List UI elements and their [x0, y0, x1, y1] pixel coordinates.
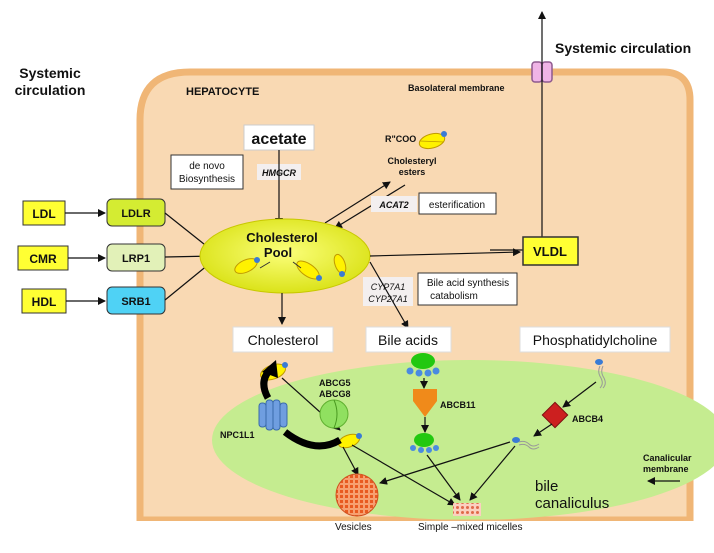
cyp7a1-label: CYP7A1 [371, 282, 406, 292]
npc1l1-transporter [258, 399, 288, 431]
phospholipid-molecule-canaliculus [512, 437, 540, 450]
cholesteryl-ester-molecule [418, 131, 447, 150]
membrane-label: membrane [643, 464, 689, 474]
systemic-circulation-left-label-2: circulation [15, 82, 86, 98]
abcb4-transporter [541, 401, 569, 429]
phosphatidylcholine-label: Phosphatidylcholine [533, 332, 658, 348]
systemic-circulation-left-label: Systemic [19, 65, 81, 81]
vesicle [335, 473, 379, 517]
pool-label: Pool [264, 245, 292, 260]
cholesterol-box [232, 326, 334, 353]
srb1-label: SRB1 [121, 296, 150, 308]
hdl-label: HDL [32, 295, 57, 309]
bile-label: bile [535, 478, 558, 495]
esterification-box [418, 192, 497, 215]
npc1l1-curved-arrow [282, 429, 342, 450]
cholesteryl-label: Cholesteryl [387, 156, 436, 166]
bile-acid-molecule [406, 353, 440, 377]
vldl-box [522, 236, 579, 266]
abcb11-label: ABCB11 [440, 400, 476, 410]
esters-to-pool-arrow [334, 184, 406, 229]
systemic-circulation-right-label: Systemic circulation [555, 40, 691, 56]
biosynthesis-label: Biosynthesis [179, 174, 235, 185]
cyp27a1-label: CYP27A1 [368, 294, 408, 304]
cholesterol-molecules [234, 253, 347, 281]
hdl-box [21, 288, 67, 314]
hepatocyte-label: HEPATOCYTE [186, 86, 259, 98]
bile-acid-synthesis-box [417, 272, 518, 306]
esterification-label: esterification [429, 200, 485, 211]
pool-to-esters-arrow [324, 181, 391, 224]
vesicles-label: Vesicles [335, 522, 372, 533]
esters-label: esters [399, 167, 426, 177]
abcg5-abcg8-transporter [319, 399, 349, 429]
bile-acids-box [365, 326, 452, 353]
abcg8-label: ABCG8 [319, 389, 351, 399]
phosphatidylcholine-box [519, 326, 671, 353]
bile-acid-synthesis-label: Bile acid synthesis [427, 278, 509, 289]
lrp1-label: LRP1 [122, 253, 150, 265]
canalicular-label: Canalicular [643, 453, 692, 463]
canaliculus-label: canaliculus [535, 495, 609, 512]
vldl-label: VLDL [533, 244, 567, 259]
acetate-label: acetate [251, 131, 306, 148]
denovo-biosynthesis-box [170, 154, 244, 190]
acetate-box [243, 124, 315, 151]
cholesterol-molecule-canaliculus [337, 433, 362, 449]
pool-to-vldl-arrow [369, 248, 521, 257]
rcoo-label: R"COO [385, 134, 416, 144]
bile-acids-label: Bile acids [378, 332, 438, 348]
catabolism-label: catabolism [430, 291, 478, 302]
ldlr-label: LDLR [121, 208, 150, 220]
cmr-label: CMR [29, 252, 57, 266]
micelles-label: Simple –mixed micelles [418, 522, 522, 533]
abcg5-label: ABCG5 [319, 378, 351, 388]
ldlr-box [106, 198, 166, 227]
acat2-label: ACAT2 [378, 200, 408, 210]
basolateral-transporter [531, 61, 553, 83]
phospholipid-molecule [595, 359, 606, 389]
abcb11-transporter [413, 389, 437, 417]
micelles [453, 503, 481, 516]
lrp1-box [106, 243, 166, 272]
pool-to-bile-acids-arrow [369, 261, 409, 329]
denovo-label: de novo [189, 161, 225, 172]
bile-canaliculus [212, 360, 714, 520]
cholesterol-label: Cholesterol [248, 332, 319, 348]
acat2-box [371, 196, 417, 212]
abcb4-label: ABCB4 [572, 414, 603, 424]
ldl-label: LDL [32, 207, 55, 221]
cyp-box [363, 277, 413, 306]
cholesterol-pool-label: Cholesterol [246, 230, 318, 245]
npc1l1-label: NPC1L1 [220, 430, 255, 440]
bile-acid-molecule-canaliculus [410, 433, 439, 453]
srb1-box [106, 286, 166, 315]
basolateral-membrane-label: Basolateral membrane [408, 83, 505, 93]
